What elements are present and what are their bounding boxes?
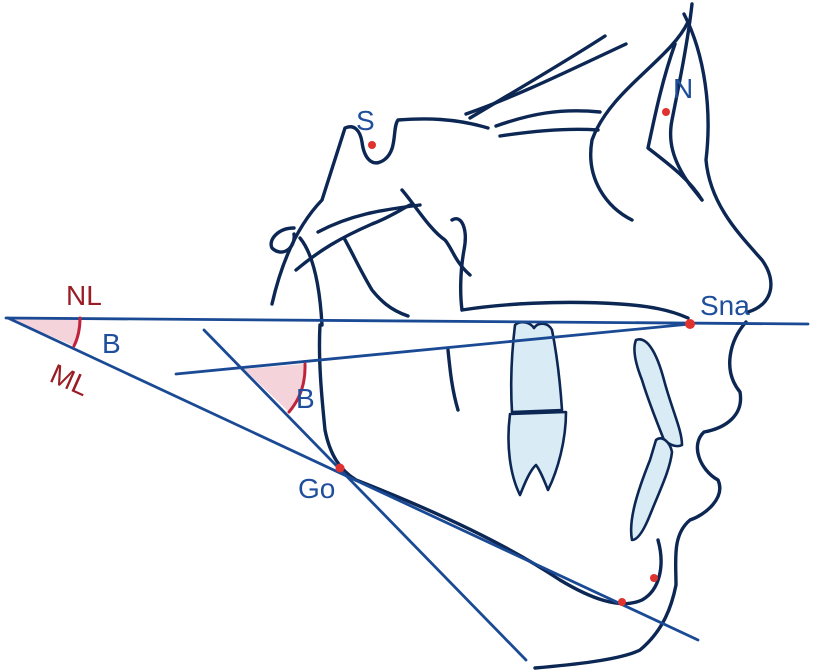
point-sna [685, 319, 695, 329]
point-pogonion [650, 574, 658, 582]
point-n [662, 108, 670, 116]
label-ml: ML [46, 358, 94, 402]
label-n: N [673, 73, 693, 104]
condyle-loop [269, 226, 296, 254]
upper-molar [509, 320, 564, 414]
orbit-middle-contour [468, 34, 607, 120]
orbit-upper-contour [464, 42, 628, 116]
zygomatic-arch [294, 203, 412, 272]
coronoid-process [342, 236, 410, 318]
label-b-mid: B [296, 383, 315, 414]
soft-tissue-profile [682, 12, 773, 314]
ramus-tangent-line [202, 328, 528, 662]
point-menton [618, 598, 626, 606]
landmark-points [335, 108, 695, 606]
label-s: S [356, 105, 375, 136]
label-go: Go [298, 473, 335, 504]
frontal-inner-curve [589, 20, 690, 222]
orbit-lower-contour [494, 109, 602, 128]
lips-chin-profile [533, 320, 748, 670]
lower-incisor [629, 437, 674, 542]
ramus-outline [298, 236, 324, 327]
mandible-outline [317, 323, 663, 606]
angle-ramus-shading [244, 364, 306, 412]
pterygoid-outline [400, 188, 472, 277]
point-s [368, 141, 376, 149]
angle-ramus-arc [287, 362, 307, 414]
nasal-line-nl [4, 316, 810, 326]
point-go [335, 463, 345, 473]
mandibular-line-ml [6, 316, 700, 642]
nasal-bone-front [668, 2, 704, 202]
angle-nl-ml-arc [72, 316, 82, 348]
reference-lines [4, 316, 810, 662]
orbit-floor-contour [498, 127, 600, 138]
lower-molar [507, 410, 568, 497]
sna-construction-line [174, 322, 692, 376]
label-b-left: B [102, 328, 121, 359]
maxillary-sinus-wall [446, 348, 460, 412]
pterygomaxillary-fissure [450, 217, 467, 312]
upper-incisor [633, 338, 684, 448]
cranial-base [270, 117, 490, 306]
label-sna: Sna [700, 290, 750, 321]
hard-palate [460, 300, 690, 320]
labels: S N Sna Go NL ML B B [46, 73, 751, 504]
nasal-bone-back [646, 42, 704, 202]
teeth [507, 320, 684, 542]
label-nl: NL [66, 280, 102, 311]
skull-outline [269, 2, 773, 670]
